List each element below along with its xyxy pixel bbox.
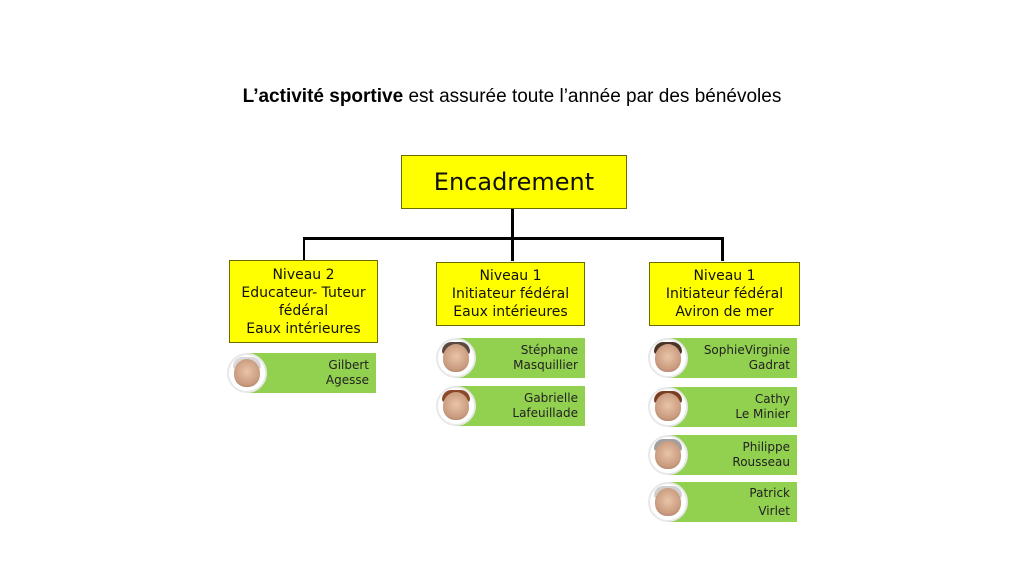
person-photo-icon	[227, 353, 267, 393]
level-line: Aviron de mer	[675, 304, 774, 320]
connector-drop-left	[303, 237, 305, 261]
person-photo-icon	[648, 435, 688, 475]
person-photo-icon	[436, 338, 476, 378]
person-photo-icon	[648, 338, 688, 378]
person-card-patrick-virlet: Patrick Virlet	[648, 482, 797, 522]
person-card-stephane-masquillier: Stéphane Masquillier	[436, 338, 585, 378]
person-photo-icon	[648, 482, 688, 522]
person-photo-icon	[648, 387, 688, 427]
person-name: Cathy Le Minier	[735, 392, 790, 422]
person-card-sophievirginie-gadrat: SophieVirginie Gadrat	[648, 338, 797, 378]
person-name: Philippe Rousseau	[732, 440, 790, 470]
person-last-name: Rousseau	[732, 455, 790, 469]
person-card-philippe-rousseau: Philippe Rousseau	[648, 435, 797, 475]
person-last-name: Virlet	[758, 504, 790, 518]
connector-drop-middle	[511, 237, 514, 261]
level-line: Educateur- Tuteur	[241, 284, 366, 301]
level-line: fédéral	[278, 302, 329, 319]
person-name: Gilbert Agesse	[326, 358, 369, 388]
headline: L’activité sportive est assurée toute l’…	[0, 86, 1024, 108]
headline-rest: est assurée toute l’année par des bénévo…	[403, 86, 782, 107]
level-box-niveau-2-eaux-interieures: Niveau 2 Educateur- Tuteur fédéral Eaux …	[229, 260, 378, 343]
person-last-name: Agesse	[325, 373, 369, 387]
person-photo-icon	[436, 386, 476, 426]
person-first-name: Stéphane	[520, 343, 578, 357]
level-line: Initiateur fédéral	[665, 286, 784, 302]
level-line: Niveau 1	[479, 268, 542, 284]
person-name: Patrick Virlet	[749, 484, 790, 520]
level-line: Eaux intérieures	[453, 304, 568, 320]
level-line: Initiateur fédéral	[451, 286, 570, 302]
person-first-name: Philippe	[742, 440, 790, 454]
level-box-niveau-1-aviron-de-mer: Niveau 1 Initiateur fédéral Aviron de me…	[649, 262, 800, 326]
person-card-cathy-le-minier: Cathy Le Minier	[648, 387, 797, 427]
level-line: Niveau 2	[272, 266, 335, 283]
connector-root-stem	[511, 209, 514, 238]
root-box-encadrement: Encadrement	[401, 155, 627, 209]
person-last-name: Lafeuillade	[512, 406, 578, 420]
person-first-name: Gabrielle	[524, 391, 578, 405]
connector-drop-right	[721, 237, 724, 261]
person-name: Stéphane Masquillier	[513, 343, 578, 373]
person-last-name: Gadrat	[748, 358, 790, 372]
person-name: Gabrielle Lafeuillade	[512, 391, 578, 421]
root-label: Encadrement	[433, 168, 595, 196]
level-line: Niveau 1	[693, 268, 756, 284]
headline-bold: L’activité sportive	[242, 86, 404, 107]
person-name: SophieVirginie Gadrat	[704, 343, 790, 373]
person-last-name: Le Minier	[735, 407, 790, 421]
person-card-gabrielle-lafeuillade: Gabrielle Lafeuillade	[436, 386, 585, 426]
level-line: Eaux intérieures	[246, 320, 361, 337]
person-card-gilbert-agesse: Gilbert Agesse	[227, 353, 376, 393]
person-last-name: Masquillier	[513, 358, 578, 372]
person-first-name: Patrick	[749, 486, 790, 500]
person-first-name: Gilbert	[328, 358, 369, 372]
level-box-niveau-1-eaux-interieures: Niveau 1 Initiateur fédéral Eaux intérie…	[436, 262, 585, 326]
person-first-name: SophieVirginie	[703, 343, 790, 357]
person-first-name: Cathy	[754, 392, 790, 406]
